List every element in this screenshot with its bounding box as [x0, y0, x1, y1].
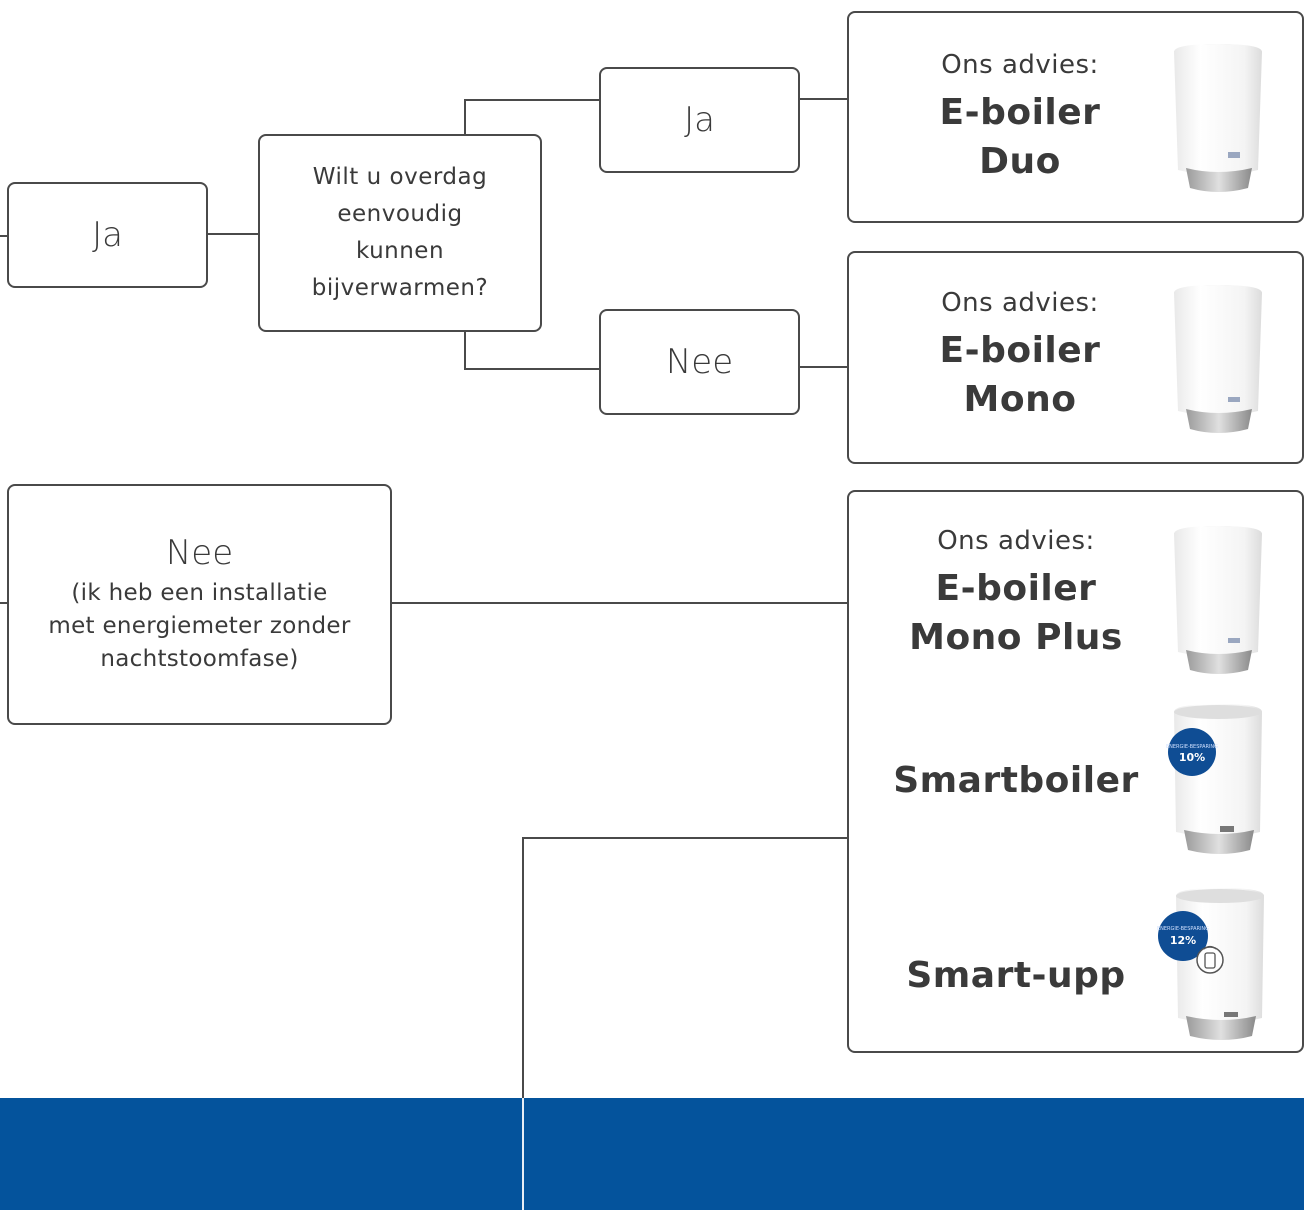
answer-label: Nee: [665, 342, 734, 382]
product-name: Smart-upp: [906, 955, 1126, 996]
product-name: E-boiler: [939, 92, 1101, 133]
product-name: E-boiler: [939, 330, 1101, 371]
connector-line: [464, 368, 600, 370]
boiler-mono-plus-image: [1174, 526, 1262, 674]
connector-line: [0, 235, 8, 237]
energy-badge-percent: 12%: [1170, 934, 1196, 947]
energy-badge-caption: ENERGIE-BESPARING: [1166, 744, 1218, 750]
answer-nee-box: Nee (ik heb een installatie met energiem…: [7, 484, 392, 725]
question-box: Wilt u overdag eenvoudig kunnen bijverwa…: [258, 134, 542, 332]
footer-bar: [0, 1098, 1304, 1210]
answer-label: Nee: [165, 533, 234, 573]
connector-line: [799, 366, 848, 368]
product-name: Mono: [963, 379, 1077, 420]
question-line: eenvoudig: [337, 201, 463, 227]
energy-badge-percent: 10%: [1179, 751, 1205, 764]
product-name: E-boiler: [935, 568, 1097, 609]
question-line: Wilt u overdag: [312, 164, 488, 190]
energy-badge-caption: ENERGIE-BESPARING: [1157, 926, 1209, 932]
answer-label: Ja: [92, 215, 123, 255]
result-mono-text: Ons advies: E-boiler Mono: [880, 288, 1160, 424]
product-name: Smartboiler: [893, 760, 1139, 801]
result-mono-plus-text: Ons advies: E-boiler Mono Plus: [876, 526, 1156, 662]
boiler-smartboiler-image: ENERGIE-BESPARING 10%: [1166, 704, 1262, 854]
connector-line: [522, 837, 524, 1210]
advies-label: Ons advies:: [941, 288, 1099, 318]
answer-ja-box: Ja: [7, 182, 208, 288]
branch-ja-box: Ja: [599, 67, 800, 173]
connector-line: [464, 99, 600, 101]
product-name: Duo: [979, 141, 1061, 182]
boiler-smartupp-image: ENERGIE-BESPARING 12%: [1157, 888, 1264, 1040]
answer-description-line: nachtstoomfase): [100, 646, 299, 672]
advies-label: Ons advies:: [937, 526, 1095, 556]
result-duo-text: Ons advies: E-boiler Duo: [880, 50, 1160, 186]
connector-line: [464, 99, 466, 135]
boiler-mono-image: [1174, 285, 1262, 433]
product-name: Mono Plus: [909, 617, 1123, 658]
connector-line: [522, 837, 848, 839]
connector-line: [0, 602, 8, 604]
answer-label: Ja: [684, 100, 715, 140]
connector-line: [391, 602, 848, 604]
connector-line: [207, 233, 259, 235]
result-smartboiler-text: Smartboiler: [876, 756, 1156, 805]
connector-line: [522, 1098, 524, 1210]
connector-line: [464, 331, 466, 369]
connector-line: [799, 98, 848, 100]
answer-description-line: (ik heb een installatie: [71, 580, 328, 606]
branch-nee-box: Nee: [599, 309, 800, 415]
question-line: bijverwarmen?: [311, 275, 489, 301]
advies-label: Ons advies:: [941, 50, 1099, 80]
question-line: kunnen: [355, 238, 445, 264]
answer-description-line: met energiemeter zonder: [48, 613, 351, 639]
boiler-duo-image: [1174, 44, 1262, 192]
result-smartupp-text: Smart-upp: [876, 951, 1156, 1000]
